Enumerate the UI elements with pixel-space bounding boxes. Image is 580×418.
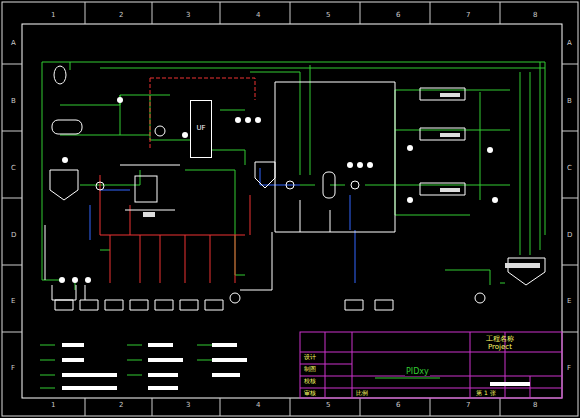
grid-mark: A bbox=[10, 40, 17, 47]
title-block-text: 设计 bbox=[303, 354, 317, 360]
grid-mark: 5 bbox=[325, 402, 331, 409]
grid-mark: 4 bbox=[255, 402, 261, 409]
grid-mark: 8 bbox=[532, 12, 538, 19]
title-block-text: PIDxy bbox=[405, 368, 430, 376]
grid-mark: 1 bbox=[50, 12, 56, 19]
grid-mark: 1 bbox=[50, 402, 56, 409]
node-text: UF bbox=[196, 125, 205, 133]
node-text: 工程名称 bbox=[486, 336, 514, 344]
grid-mark: 6 bbox=[395, 12, 401, 19]
grid-mark: B bbox=[10, 98, 17, 105]
grid-mark: D bbox=[566, 232, 573, 239]
grid-mark: D bbox=[10, 232, 17, 239]
grid-mark: B bbox=[566, 98, 573, 105]
title-block-text: 第 1 张 bbox=[475, 390, 497, 396]
grid-mark: 3 bbox=[185, 12, 191, 19]
title-block-text: 比例 bbox=[355, 390, 369, 396]
grid-mark: E bbox=[10, 298, 16, 305]
grid-mark: C bbox=[566, 165, 573, 172]
node-text: Project bbox=[488, 344, 512, 352]
grid-mark: 2 bbox=[118, 12, 124, 19]
grid-mark: 4 bbox=[255, 12, 261, 19]
grid-mark: 8 bbox=[532, 402, 538, 409]
title-block-text: 制图 bbox=[303, 366, 317, 372]
grid-mark: 7 bbox=[465, 12, 471, 19]
grid-mark: C bbox=[10, 165, 17, 172]
grid-mark: 6 bbox=[395, 402, 401, 409]
grid-mark: 3 bbox=[185, 402, 191, 409]
grid-mark: E bbox=[566, 298, 572, 305]
uf-membrane: UF bbox=[190, 100, 212, 158]
title-heading: 工程名称Project bbox=[472, 334, 528, 354]
grid-mark: 5 bbox=[325, 12, 331, 19]
grid-mark: 2 bbox=[118, 402, 124, 409]
grid-mark: 7 bbox=[465, 402, 471, 409]
grid-mark: F bbox=[566, 365, 572, 372]
title-block-text: 校核 bbox=[303, 378, 317, 384]
grid-mark: A bbox=[566, 40, 573, 47]
grid-mark: F bbox=[10, 365, 16, 372]
title-block-text: 审核 bbox=[303, 390, 317, 396]
